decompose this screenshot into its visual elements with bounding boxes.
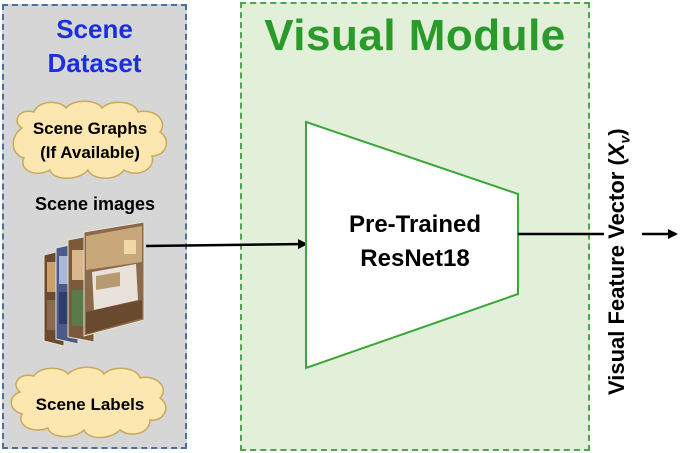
- scene-graphs-cloud-shape: [12, 100, 168, 179]
- scene-graphs-label-line2: (If Available): [40, 143, 140, 162]
- scene-labels-label: Scene Labels: [36, 395, 145, 414]
- scene-labels-cloud: Scene Labels: [10, 366, 167, 439]
- visual-module-title: Visual Module: [264, 11, 566, 60]
- vector-label-symbol: X: [604, 143, 629, 159]
- scene-dataset-title: Scene Dataset: [2, 12, 187, 80]
- scene-graphs-label-line1: Scene Graphs: [33, 119, 147, 138]
- scene-labels-cloud-shape: [10, 366, 167, 439]
- vector-label-prefix: Visual Feature Vector (: [604, 158, 629, 395]
- input-arrow: [145, 239, 308, 250]
- scene-dataset-title-line2: Dataset: [47, 48, 142, 78]
- resnet-trapezoid: [305, 120, 519, 370]
- vector-label-subscript: v: [616, 135, 633, 144]
- visual-feature-vector-label: Visual Feature Vector (Xv): [604, 128, 632, 395]
- scene-images-stack: [43, 221, 145, 347]
- scene-dataset-title-line1: Scene: [56, 14, 133, 44]
- resnet-label-line1: Pre-Trained: [348, 211, 482, 238]
- resnet-label-line2: ResNet18: [360, 245, 470, 272]
- scene-image-front: [83, 221, 145, 337]
- vector-label-suffix: ): [604, 128, 629, 136]
- scene-images-label: Scene images: [34, 194, 156, 214]
- scene-graphs-cloud: Scene Graphs (If Available): [12, 100, 168, 179]
- resnet-label: Pre-Trained ResNet18: [320, 208, 510, 276]
